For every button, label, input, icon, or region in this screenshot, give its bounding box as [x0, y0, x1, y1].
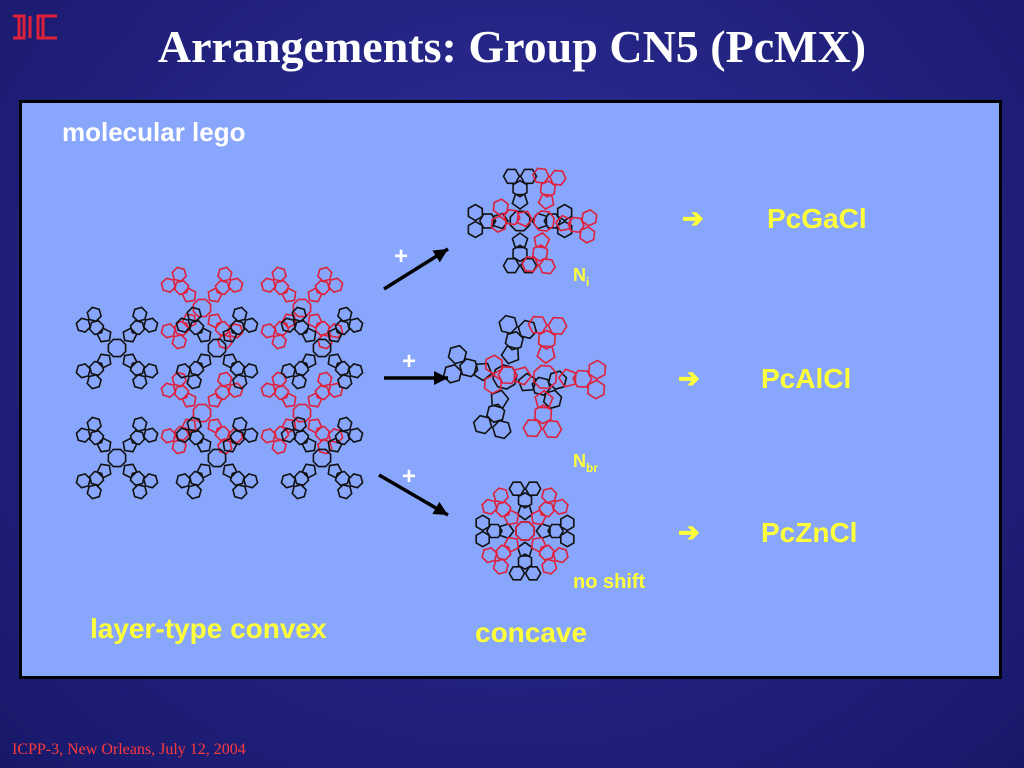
right-arrow-icon: ➔ [682, 203, 704, 233]
caption-concave: concave [475, 617, 588, 648]
lattice-molecule-9 [280, 416, 364, 500]
compound-pcalcl: PcAlCl [761, 363, 852, 394]
lattice-molecule-5 [175, 306, 259, 390]
shift-label-ni: Ni [573, 265, 590, 289]
content-panel: molecular lego + + + Ni Nbr no shift ➔ P… [19, 100, 1002, 679]
reaction-arrow-middle [384, 371, 448, 385]
lattice-molecule-2 [160, 371, 244, 455]
molecule-pair-bottom-black [475, 481, 575, 581]
molecule-pair-bottom-red [481, 487, 569, 575]
plus-sign-bottom: + [402, 463, 417, 490]
molecule-diagram [75, 167, 607, 581]
compound-pczncl: PcZnCl [761, 517, 858, 548]
page-title: Arrangements: Group CN5 (PcMX) [157, 21, 867, 72]
lattice-molecule-0 [160, 266, 244, 350]
compound-pcgacl: PcGaCl [767, 203, 867, 234]
lattice-molecule-1 [260, 266, 344, 350]
caption-layer-type-convex: layer-type convex [90, 613, 327, 644]
plus-sign-top: + [394, 243, 409, 270]
institution-logo-icon [13, 14, 57, 40]
molecule-pair-top-red [490, 167, 598, 275]
lattice-molecule-6 [280, 306, 364, 390]
right-arrow-icon: ➔ [678, 517, 700, 547]
footer-citation: ICPP-3, New Orleans, July 12, 2004 [12, 741, 246, 758]
panel-heading: molecular lego [62, 117, 246, 147]
lattice-molecule-7 [75, 416, 159, 500]
lattice-molecule-8 [175, 416, 259, 500]
reaction-arrow-top [383, 247, 449, 291]
molecule-pair-middle-black [442, 314, 568, 440]
molecule-pair-middle-red [483, 315, 607, 439]
shift-label-nbr: Nbr [573, 451, 598, 475]
plus-sign-middle: + [402, 348, 417, 375]
right-arrow-icon: ➔ [678, 363, 700, 393]
lattice-molecule-4 [75, 306, 159, 390]
reaction-arrow-bottom [378, 473, 449, 517]
shift-label-no-shift: no shift [573, 571, 646, 593]
